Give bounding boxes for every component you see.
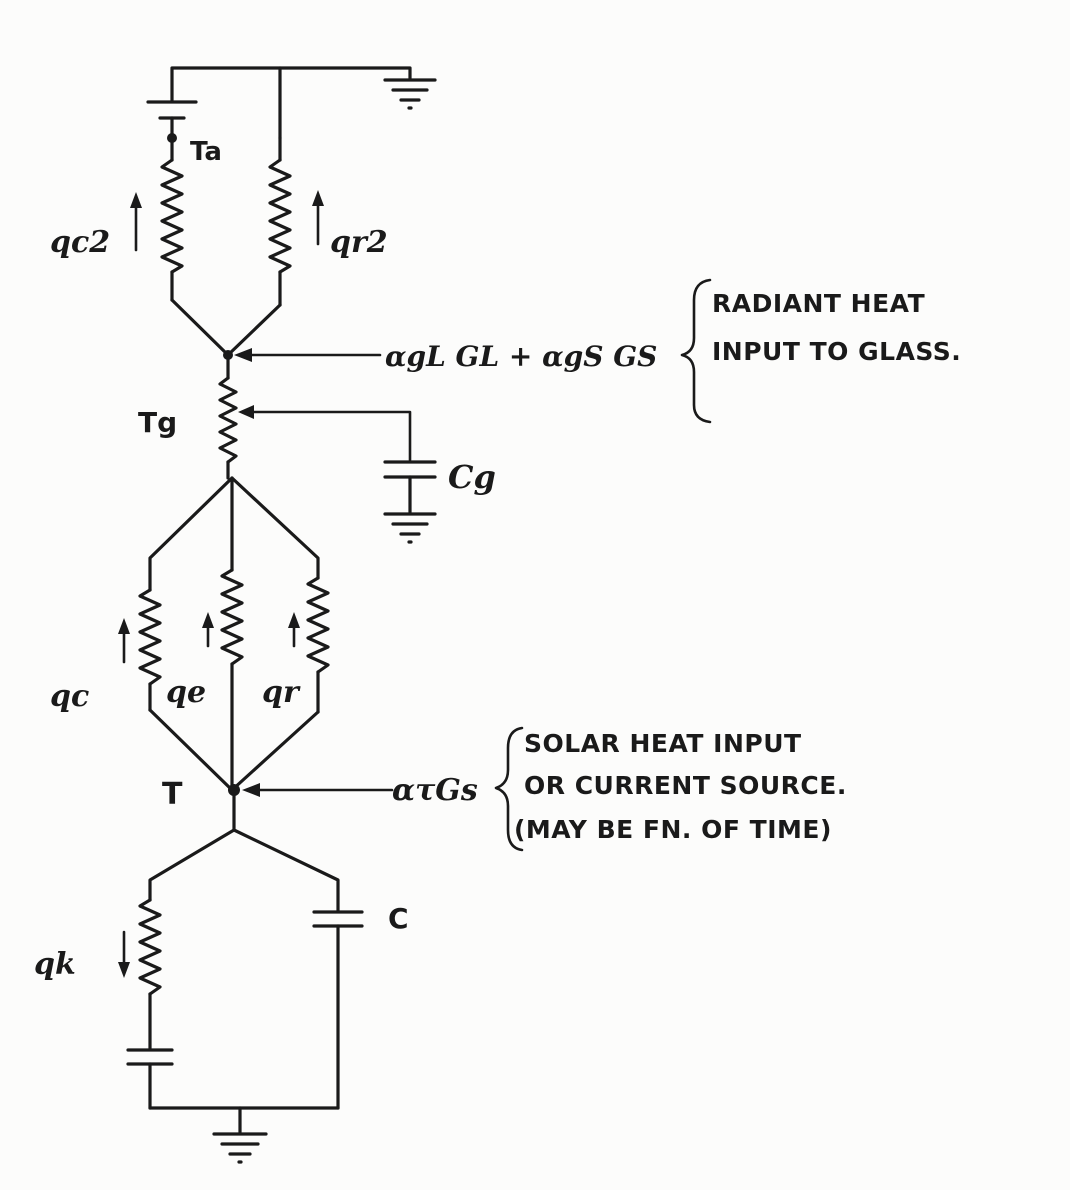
label-qr2: qr2 [330,225,388,260]
resistor-qr [306,576,330,714]
label-cg: Cg [448,458,496,496]
arrow-qr2 [312,190,324,246]
top-rail [170,66,412,140]
wire-tg-tap [238,405,412,462]
capacitor-qk-branch [126,1048,174,1110]
ground-symbol-bottom [212,1132,268,1164]
arrow-solar-input [242,783,394,797]
brace-solar [494,726,524,852]
arrow-qk [118,930,130,978]
capacitor-c [312,910,364,1110]
resistor-qe [220,568,244,792]
resistor-qr2 [268,136,292,307]
label-qk: qk [34,947,76,982]
resistor-qc [138,588,162,712]
brace-glass [680,278,712,424]
wire-converge-glass [170,298,282,357]
battery-ambient [146,100,198,143]
note-solar-line1: SOLAR HEAT INPUT [524,729,802,758]
wire-split-three [148,476,320,592]
arrow-qr [288,612,300,648]
label-qc: qc [50,679,89,714]
arrow-qc2 [130,192,142,252]
label-t: T [162,777,183,812]
label-qe: qe [166,675,206,710]
note-solar-line2: OR CURRENT SOURCE. [524,771,847,800]
resistor-tg [218,353,238,480]
resistor-qc2 [160,136,184,302]
label-qr: qr [262,675,301,710]
label-c: C [388,902,409,935]
arrow-qc [118,618,130,664]
ground-symbol-cg [383,512,437,544]
resistor-qk [138,898,162,1050]
label-ta: Ta [190,137,222,167]
note-glass-line1: RADIANT HEAT [712,289,925,318]
note-glass-line2: INPUT TO GLASS. [712,337,961,366]
arrow-glass-input [234,348,382,362]
wire-split-lower [148,828,340,912]
label-glass-input: αgL GL + αgS GS [385,340,657,373]
capacitor-cg [383,460,437,514]
ground-symbol-top [383,78,437,110]
label-qc2: qc2 [50,225,110,260]
arrow-qe [202,612,214,648]
note-solar-line3: (MAY BE FN. OF TIME) [514,815,832,844]
label-tg: Tg [138,406,177,439]
label-solar-input: ατGs [392,773,478,808]
